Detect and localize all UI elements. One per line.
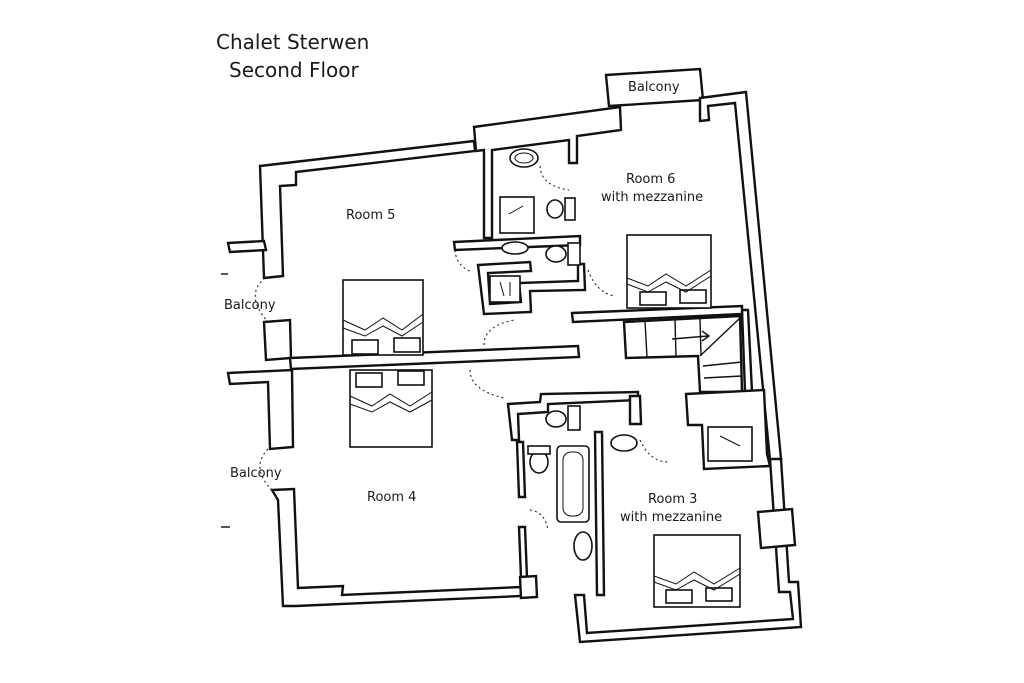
room5-duvet-fold2: [342, 321, 424, 337]
room6-bed: [626, 234, 712, 309]
toilet-icon: [545, 245, 567, 263]
staircase: [644, 317, 743, 379]
room4-duvet-fold2: [349, 399, 433, 413]
door-swing: [454, 249, 473, 273]
toilet-cistern-2: [527, 445, 551, 455]
wall-room6-right: [698, 90, 783, 462]
shower-tray-icon: [707, 426, 753, 462]
door-swing: [469, 369, 505, 399]
balcony-left-lower-label: Balcony: [230, 466, 282, 481]
door-swing: [587, 269, 615, 297]
shower-tray-icon: [499, 196, 535, 234]
toilet-icon: [545, 410, 567, 428]
stair-step: [699, 318, 702, 357]
room-6: Room 6 with mezzanine: [601, 172, 712, 309]
room4-bed: [349, 369, 433, 448]
room6-pillow-left: [639, 291, 667, 306]
sink-icon-2: [610, 434, 638, 452]
room3-duvet-fold2: [653, 573, 741, 591]
room3-bed: [653, 534, 741, 608]
wall-bath-left-upper: [515, 440, 527, 499]
room4-duvet-fold: [349, 391, 433, 407]
wall-bath-left-lower: [517, 525, 529, 580]
door-swing: [539, 165, 570, 191]
plan-title-line2: Second Floor: [229, 58, 359, 82]
stairs-box: [622, 314, 744, 394]
room-4: Room 4: [349, 369, 433, 505]
stair-arrow-head-icon: [701, 330, 711, 342]
stair-diagonal: [699, 317, 741, 357]
wall-room4-left-upper: [226, 368, 295, 451]
shower-drain: [719, 435, 741, 447]
stair-step: [644, 320, 648, 358]
wall-bath-top: [472, 105, 623, 240]
room5-duvet-fold: [342, 313, 424, 331]
outer-walls: [221, 67, 803, 644]
toilet-cistern: [567, 242, 581, 266]
room3-pillow-right: [705, 587, 733, 602]
room6-ensuite-fixtures: [499, 148, 576, 234]
room6-duvet-fold: [626, 269, 712, 287]
shower-drain: [508, 205, 524, 215]
wall-room3-right: [573, 457, 803, 644]
shower-tray-icon: [489, 275, 521, 303]
wall-left-stub: [226, 239, 268, 254]
sink-icon: [501, 241, 529, 255]
room6-pillow-right: [679, 289, 707, 304]
room6-label: Room 6: [626, 172, 675, 187]
wall-divider-5-4: [288, 344, 581, 371]
sink-icon: [509, 148, 539, 168]
sink-icon: [573, 531, 593, 561]
room4-label: Room 4: [367, 490, 416, 505]
sink-basin: [514, 152, 534, 164]
wall-room4-left-lower: [269, 487, 523, 608]
balcony-top-label: Balcony: [628, 80, 680, 95]
stair-step: [702, 361, 743, 367]
room5-ensuite-fixtures: [489, 241, 581, 303]
room3-note: with mezzanine: [620, 510, 722, 525]
room3-duvet-fold: [653, 567, 741, 585]
stair-step: [674, 319, 677, 357]
room6-note: with mezzanine: [601, 190, 703, 205]
door-swing: [259, 448, 273, 491]
door-swing: [254, 277, 269, 323]
wall-bath-room3: [593, 430, 606, 597]
room5-label: Room 5: [346, 208, 395, 223]
wall-room5-ensuite: [476, 260, 587, 316]
plan-title-line1: Chalet Sterwen: [216, 30, 369, 54]
room6-duvet-fold2: [626, 275, 712, 293]
stair-step: [703, 375, 743, 379]
room5-bed: [342, 279, 424, 356]
door-swings: [254, 165, 669, 531]
wall-room6-right-lower: [740, 308, 754, 394]
wall-room5-left-lower: [262, 318, 293, 362]
toilet-cistern: [564, 197, 576, 221]
room3-bath-fixtures: [527, 405, 753, 561]
wall-room3-top-stub: [628, 394, 643, 426]
room3-pillow-left: [665, 589, 693, 604]
room5-pillow-right: [393, 337, 421, 353]
door-swing: [483, 319, 515, 346]
door-swing: [639, 439, 669, 463]
room4-pillow-left: [355, 372, 383, 388]
stair-arrow-icon: [671, 335, 709, 340]
door-swing: [529, 509, 549, 531]
bathtub-inner: [562, 451, 584, 517]
room5-pillow-left: [351, 339, 379, 355]
room3-label: Room 3: [648, 492, 697, 507]
room-5: Room 5: [342, 208, 424, 356]
toilet-icon: [546, 199, 564, 219]
balcony-left-upper-label: Balcony: [224, 298, 276, 313]
wall-bath-post: [518, 574, 539, 600]
wall-room3-box: [756, 507, 797, 550]
room-3: Room 3 with mezzanine: [620, 492, 741, 608]
bathtub-icon: [556, 445, 590, 523]
shower-drain: [499, 281, 505, 297]
wall-room3-ensuite-top: [506, 390, 640, 442]
toilet-cistern: [567, 405, 581, 431]
room4-pillow-right: [397, 370, 425, 386]
